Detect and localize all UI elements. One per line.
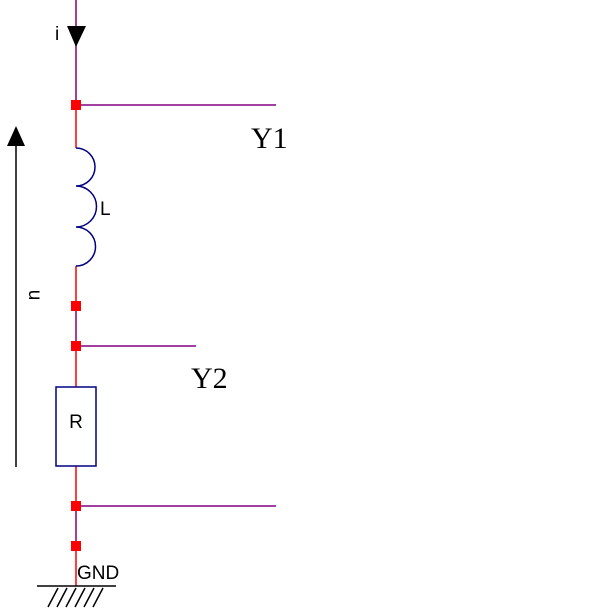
current-label: i [55,24,59,45]
resistor-label: R [69,412,83,433]
probe-y1-label: Y1 [251,122,288,155]
node-marker [71,100,81,110]
node-marker [71,341,81,351]
inductor-coil [75,147,98,267]
ground-symbol [37,585,116,608]
voltage-arrow-head-icon [7,126,25,146]
node-marker [71,541,81,551]
node-marker [71,301,81,311]
ground-label: GND [77,563,119,584]
probe-y2-label: Y2 [191,362,228,395]
voltage-label: u [24,290,45,301]
current-arrow-icon [67,26,86,47]
node-markers [71,100,81,551]
node-marker [71,501,81,511]
resistor-body [55,386,97,467]
inductor-label: L [100,199,111,220]
